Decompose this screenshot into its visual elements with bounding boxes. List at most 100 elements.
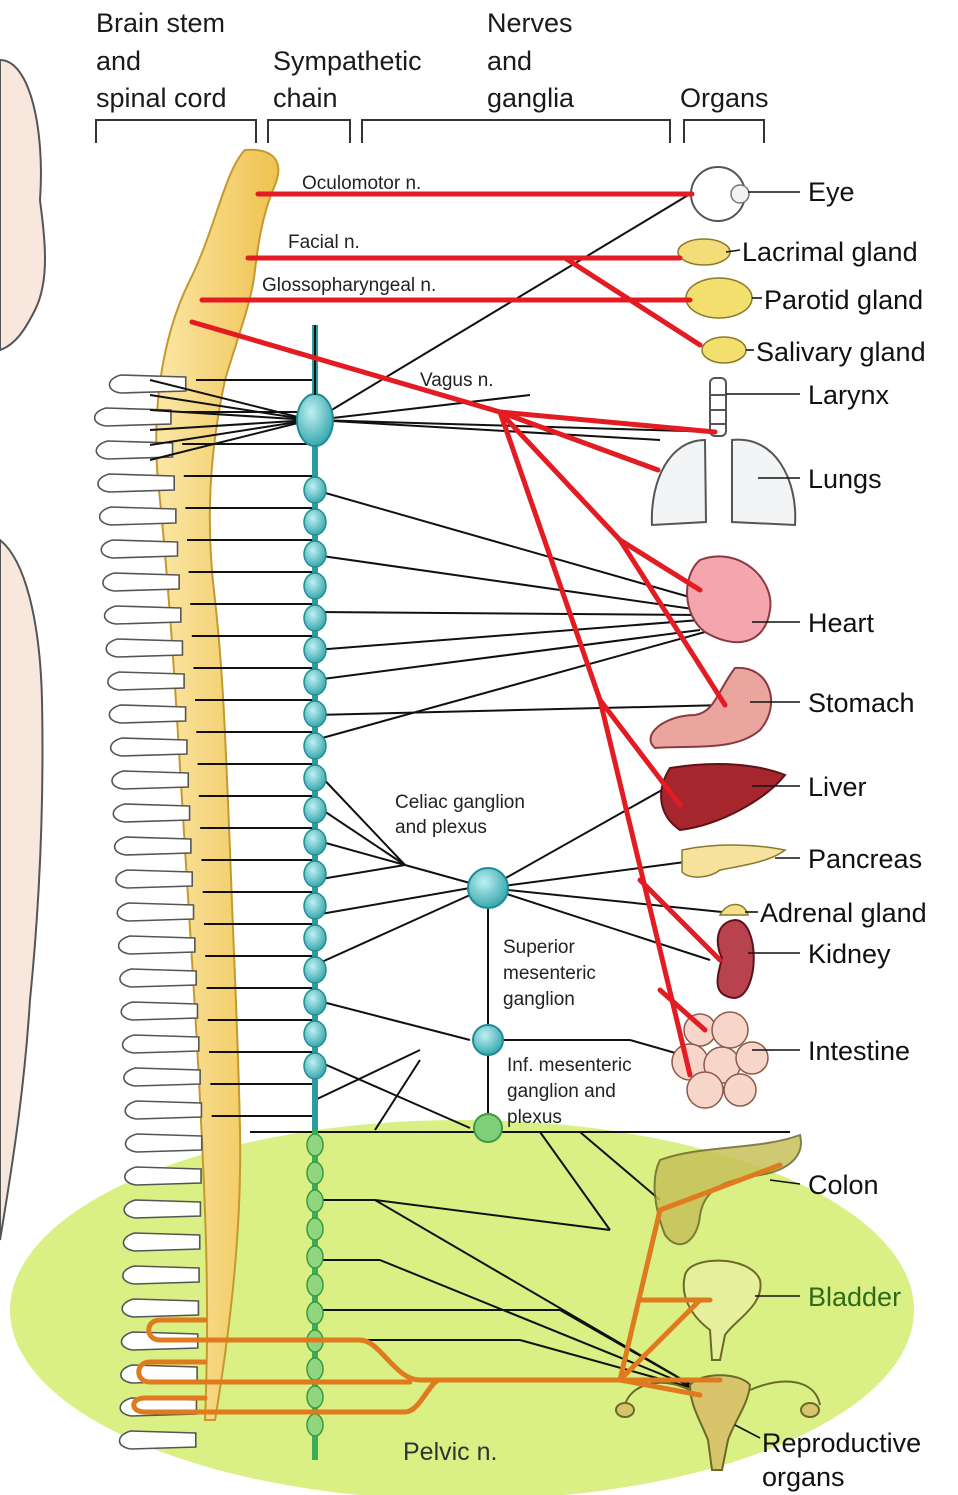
sacral-chain-ganglion: [307, 1134, 323, 1156]
sacral-chain-ganglion: [307, 1414, 323, 1436]
label-glossopharyngeal-nerve: Glossopharyngeal n.: [262, 275, 436, 296]
sympathetic-fiber: [315, 895, 470, 965]
label-inferior-mesenteric-line3: plexus: [507, 1107, 562, 1128]
header-brainstem-line3: spinal cord: [96, 83, 227, 113]
chain-ganglion: [304, 861, 326, 887]
vertebra: [111, 738, 187, 756]
sympathetic-fiber: [315, 194, 690, 420]
sympathetic-fiber: [315, 805, 405, 865]
sympathetic-fiber: [315, 770, 405, 865]
vertebra: [116, 870, 192, 888]
lungs-organ: [652, 440, 795, 525]
sacral-chain-ganglion: [307, 1358, 323, 1380]
chain-ganglion: [304, 701, 326, 727]
vertebra: [124, 1068, 200, 1086]
label-stomach: Stomach: [808, 688, 915, 718]
vertebra: [113, 804, 189, 822]
label-vagus-nerve: Vagus n.: [420, 370, 494, 391]
liver-organ: [661, 764, 785, 830]
vertebra: [125, 1101, 201, 1119]
chain-ganglion: [304, 509, 326, 535]
label-superior-mesenteric-line2: mesenteric: [503, 963, 596, 984]
header-nerves-line1: Nerves: [487, 8, 573, 38]
label-oculomotor-nerve: Oculomotor n.: [302, 173, 421, 194]
kidney-organ: [718, 920, 754, 998]
label-parotid-gland: Parotid gland: [764, 285, 923, 315]
vertebra: [101, 540, 177, 558]
vertebra: [115, 837, 191, 855]
chain-ganglion: [304, 541, 326, 567]
chain-ganglion: [304, 829, 326, 855]
vertebra: [103, 573, 179, 591]
vertebra: [119, 936, 195, 954]
sacral-chain-ganglion: [307, 1302, 323, 1324]
header-brainstem-line1: Brain stem: [96, 8, 225, 38]
chain-ganglion: [304, 669, 326, 695]
chain-ganglion: [304, 1053, 326, 1079]
vertebra: [123, 1266, 199, 1284]
label-reproductive-line2: organs: [762, 1462, 845, 1492]
vertebra: [100, 507, 176, 525]
chain-ganglion: [304, 477, 326, 503]
label-superior-mesenteric-line1: Superior: [503, 937, 575, 958]
vertebra: [105, 606, 181, 624]
sympathetic-fiber: [315, 840, 405, 865]
vertebra: [120, 1431, 196, 1449]
sympathetic-fiber: [315, 632, 705, 740]
eye-organ: [691, 167, 749, 221]
chain-ganglion: [304, 797, 326, 823]
sympathetic-fiber: [315, 1000, 470, 1040]
header-nerves-line2: and: [487, 46, 532, 76]
vertebra: [112, 771, 188, 789]
label-celiac-line2: and plexus: [395, 817, 487, 838]
label-lungs: Lungs: [808, 464, 882, 494]
chain-ganglion: [304, 637, 326, 663]
vertebra: [108, 672, 184, 690]
vertebra: [110, 375, 186, 393]
vertebra: [122, 1299, 198, 1317]
chain-ganglion: [304, 989, 326, 1015]
vagus-branch: [660, 990, 705, 1030]
sympathetic-fiber: [315, 888, 470, 915]
vertebra: [98, 474, 174, 492]
pancreas-organ: [682, 845, 785, 877]
superior-mesenteric-ganglion: [473, 1025, 503, 1055]
vertebra: [125, 1167, 201, 1185]
sacral-chain-ganglion: [307, 1218, 323, 1240]
lacrimal-gland-organ: [678, 239, 730, 265]
label-liver: Liver: [808, 772, 867, 802]
sympathetic-fiber: [375, 1060, 420, 1130]
label-facial-nerve: Facial n.: [288, 232, 360, 253]
chain-ganglion: [304, 733, 326, 759]
column-brackets: [96, 120, 764, 143]
vertebra: [123, 1035, 199, 1053]
chain-ganglion: [304, 893, 326, 919]
label-pelvic-nerve: Pelvic n.: [403, 1438, 497, 1466]
celiac-ganglion: [468, 868, 508, 908]
label-lacrimal-gland: Lacrimal gland: [742, 237, 918, 267]
label-pancreas: Pancreas: [808, 844, 922, 874]
sacral-chain-ganglion: [307, 1162, 323, 1184]
sacral-chain-ganglion: [307, 1246, 323, 1268]
inferior-mesenteric-ganglion: [474, 1114, 502, 1142]
label-superior-mesenteric-line3: ganglion: [503, 989, 575, 1010]
vertebra: [125, 1134, 201, 1152]
sympathetic-fiber: [315, 630, 700, 680]
vertebra: [123, 1233, 199, 1251]
cranial-parasympathetic-nerves: [192, 194, 725, 1075]
adrenal-gland-organ: [720, 904, 748, 915]
vertebra: [120, 969, 196, 987]
label-salivary-gland: Salivary gland: [756, 337, 926, 367]
chain-ganglion: [304, 573, 326, 599]
vertebra: [106, 639, 182, 657]
header-chain-line1: Sympathetic: [273, 46, 422, 76]
sympathetic-fiber: [315, 705, 725, 715]
label-adrenal-gland: Adrenal gland: [760, 898, 927, 928]
label-bladder: Bladder: [808, 1282, 901, 1312]
chain-ganglion: [304, 605, 326, 631]
label-inferior-mesenteric-line2: ganglion and: [507, 1081, 616, 1102]
label-reproductive-line1: Reproductive: [762, 1428, 921, 1458]
header-chain-line2: chain: [273, 83, 338, 113]
sacral-chain-ganglion: [307, 1190, 323, 1212]
